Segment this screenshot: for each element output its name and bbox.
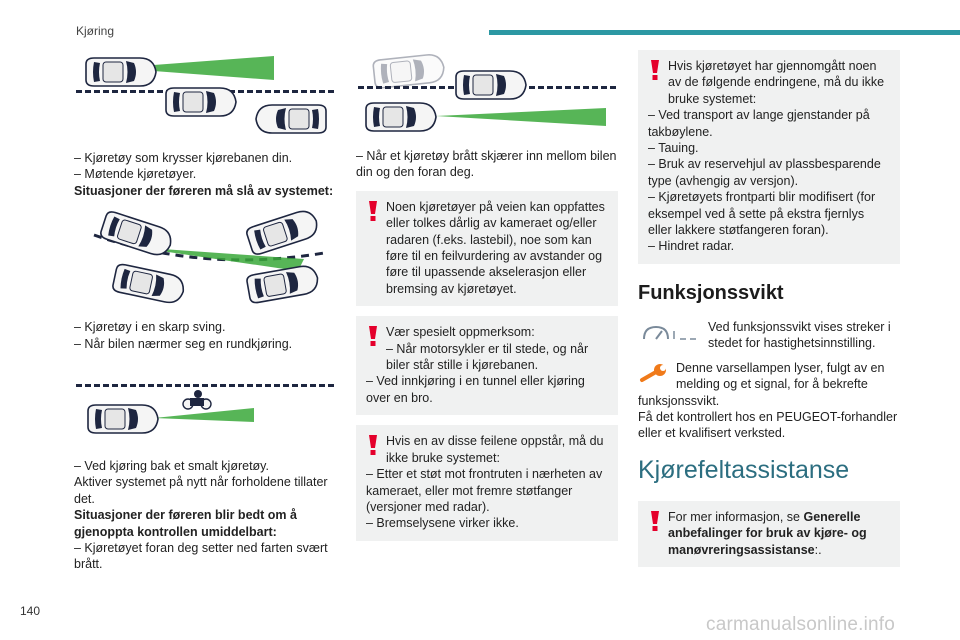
text-block: – Kjøretøy som krysser kjørebanen din. –… (74, 150, 336, 199)
warning-icon (648, 59, 662, 81)
warning-text: Noen kjøretøyer på veien kan oppfattes e… (386, 199, 605, 296)
section-title: Funksjonssvikt (638, 281, 784, 304)
motorcycle-icon (182, 390, 212, 410)
fault-text: Denne varsellampen lyser, fulgt av en me… (638, 360, 885, 408)
warning-box: Hvis kjøretøyet har gjennomgått noen av … (638, 50, 900, 264)
warning-icon (648, 510, 662, 532)
list-item: – Kjøretøy i en skarp sving. (74, 320, 226, 335)
warning-box: Vær spesielt oppmerksom: – Når motorsykl… (356, 316, 618, 416)
warning-icon (366, 200, 380, 222)
car-icon (254, 102, 330, 136)
fault-indicator-row: Ved funksjonssvikt vises streker i stede… (638, 319, 900, 352)
warning-box: Hvis en av disse feilene oppstår, må du … (356, 425, 618, 541)
fault-lamp-row: Denne varsellampen lyser, fulgt av en me… (638, 359, 900, 442)
lane-marking (76, 384, 334, 388)
header-accent-bar (489, 30, 960, 35)
illustration-oncoming-traffic (74, 50, 336, 138)
list-item: – Kjøretøyets frontparti blir modifisert… (648, 190, 876, 238)
section-header: Kjøring (76, 24, 115, 38)
car-icon (452, 68, 528, 102)
list-item: – Hindret radar. (648, 239, 735, 254)
green-radar-beam (114, 56, 274, 80)
list-item: – Ved kjøring bak et smalt kjøretøy. (74, 459, 269, 474)
list-item: – Når bilen nærmer seg en rundkjøring. (74, 336, 293, 351)
text-block: – Når et kjøretøy brått skjærer inn mell… (356, 148, 618, 181)
text-block: – Ved kjøring bak et smalt kjøretøy. Akt… (74, 458, 336, 573)
car-icon (162, 85, 238, 119)
warning-text: Hvis kjøretøyet har gjennomgått noen av … (668, 59, 885, 106)
chapter-title: Kjørefeltassistanse (638, 455, 850, 484)
illustration-narrow-vehicle (74, 372, 336, 448)
speed-dashes-icon (643, 325, 696, 340)
green-radar-beam (436, 108, 606, 126)
warning-text: Hvis en av disse feilene oppstår, må du … (386, 434, 604, 465)
fault-text: Få det kontrollert hos en PEUGEOT-forhan… (638, 409, 898, 441)
list-item: – Bruk av reservehjul av plassbesparende… (648, 157, 881, 188)
subheading: Situasjoner der føreren blir bedt om å g… (74, 508, 297, 539)
list-item: – Ved innkjøring i en tunnel eller kjøri… (366, 374, 585, 405)
illustration-sharp-bend (74, 209, 336, 309)
green-radar-beam (154, 390, 254, 423)
column-3: Hvis kjøretøyet har gjennomgått noen av … (638, 50, 900, 577)
list-item: – Bremselysene virker ikke. (366, 516, 519, 531)
list-item: – Ved transport av lange gjenstander på … (648, 108, 870, 139)
illustration-cut-in (356, 50, 618, 138)
list-item: – Tauing. (648, 141, 699, 156)
text-block: – Kjøretøy i en skarp sving. – Når bilen… (74, 319, 336, 352)
page-number: 140 (20, 604, 41, 618)
warning-box: Noen kjøretøyer på veien kan oppfattes e… (356, 190, 618, 307)
paragraph: – Når et kjøretøy brått skjærer inn mell… (356, 149, 617, 180)
list-item: – Etter et støt mot frontruten i nærhete… (366, 467, 603, 514)
wrench-warning-icon (638, 359, 670, 388)
reference-note: For mer informasjon, se Generelle anbefa… (668, 509, 867, 557)
paragraph: Aktiver systemet på nytt når forholdene … (74, 475, 328, 506)
car-icon (84, 402, 160, 436)
list-item: – Kjøretøy som krysser kjørebanen din. (74, 151, 293, 165)
list-item: – Møtende kjøretøyer. (74, 167, 197, 182)
watermark: carmanualsonline.info (706, 614, 896, 635)
car-icon (362, 100, 438, 134)
warning-icon (366, 325, 380, 347)
reference-link[interactable]: Generelle anbefalinger for bruk av kjøre… (668, 509, 867, 557)
car-icon (82, 55, 158, 89)
subheading: Situasjoner der føreren må slå av system… (74, 183, 334, 198)
list-item: – Når motorsykler er til stede, og når b… (386, 341, 589, 373)
warning-icon (366, 434, 380, 456)
info-box: For mer informasjon, se Generelle anbefa… (638, 500, 900, 567)
list-item: – Kjøretøyet foran deg setter ned farten… (74, 541, 328, 572)
fault-text: Ved funksjonssvikt vises streker i stede… (708, 319, 891, 351)
column-1: – Kjøretøy som krysser kjørebanen din. –… (74, 50, 336, 573)
column-2: – Når et kjøretøy brått skjærer inn mell… (356, 50, 618, 551)
warning-text: Vær spesielt oppmerksom: (386, 325, 535, 340)
